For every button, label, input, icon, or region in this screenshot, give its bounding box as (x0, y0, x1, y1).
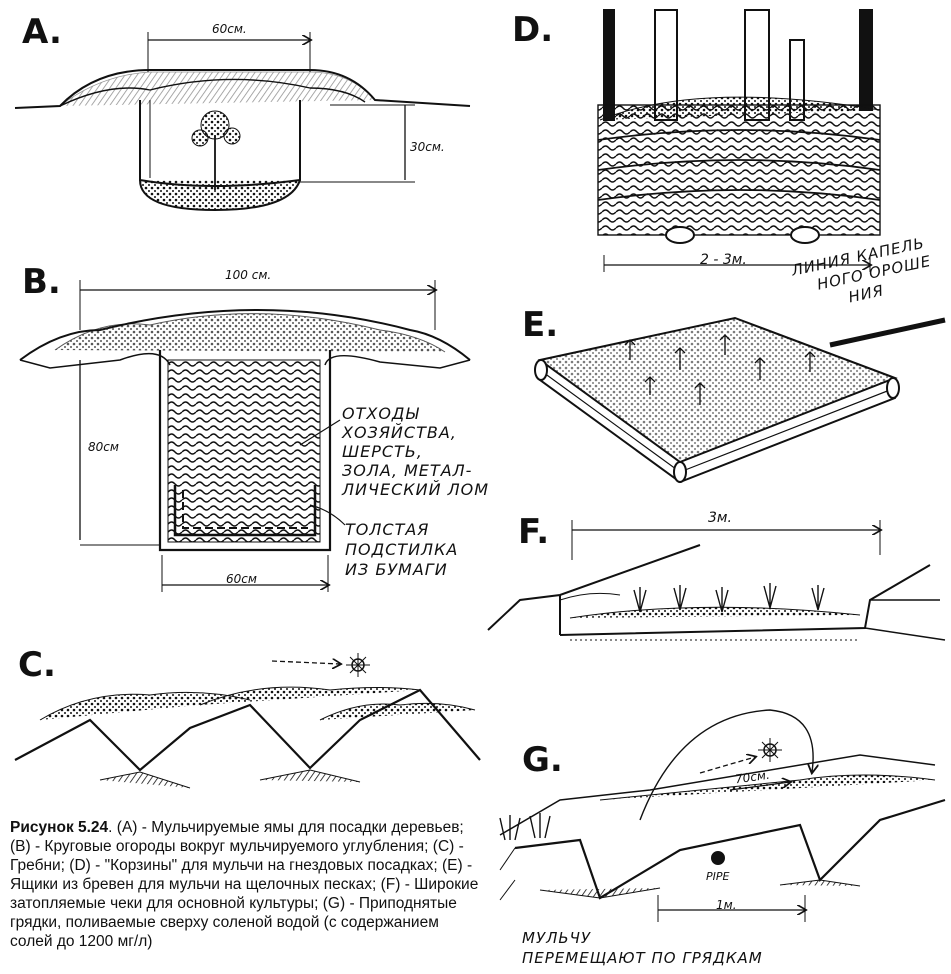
panel-a-drawing (14, 32, 471, 212)
panel-f-width-label: 3м. (708, 510, 732, 526)
panel-b-paper-note: ТОЛСТАЯ ПОДСТИЛКА ИЗ БУМАГИ (345, 520, 458, 580)
panel-b-width-label: 100 см. (225, 268, 272, 282)
panel-c-drawing (14, 653, 481, 789)
note-line: ОТХОДЫ (342, 404, 420, 423)
figure-caption: Рисунок 5.24. (A) - Мульчируемые ямы для… (10, 818, 480, 951)
note-line: ХОЗЯЙСТВА, (342, 423, 457, 442)
panel-d-width-label: 2 - 3м. (700, 252, 747, 268)
panel-f-drawing (487, 520, 946, 641)
panel-d-letter: D. (512, 10, 554, 50)
panel-b-drawing (19, 280, 471, 592)
panel-a-letter: A. (22, 12, 62, 52)
panel-g-pipe-label: PIPE (706, 870, 730, 883)
panel-b-bottom-label: 60см (226, 572, 257, 586)
panel-c-letter: C. (18, 645, 56, 685)
note-line: ТОЛСТАЯ (345, 520, 430, 539)
caption-text: . (A) - Мульчируемые ямы для посадки дер… (10, 819, 479, 950)
panel-b-letter: B. (22, 262, 61, 302)
panel-e-letter: E. (522, 305, 559, 345)
panel-d-drawing (597, 9, 881, 272)
note-line: ШЕРСТЬ, (342, 442, 423, 461)
panel-a-width-label: 60см. (212, 22, 247, 36)
note-line: ИЗ БУМАГИ (345, 560, 448, 579)
panel-e-drawing (534, 316, 946, 484)
panel-a-depth-label: 30см. (410, 140, 445, 154)
caption-title: Рисунок 5.24 (10, 819, 109, 836)
panel-g-letter: G. (522, 740, 563, 780)
note-line: ПЕРЕМЕЩАЮТ ПО ГРЯДКАМ (522, 949, 763, 967)
note-line: ЛИЧЕСКИЙ ЛОМ (342, 480, 490, 499)
panel-b-depth-label: 80см (88, 440, 119, 454)
note-line: ПОДСТИЛКА (345, 540, 459, 559)
note-line: МУЛЬЧУ (522, 929, 592, 947)
note-line: ЗОЛА, МЕТАЛ- (342, 461, 473, 480)
panel-f-letter: F. (518, 512, 550, 552)
panel-g-note: МУЛЬЧУ ПЕРЕМЕЩАЮТ ПО ГРЯДКАМ (522, 928, 763, 968)
panel-b-waste-note: ОТХОДЫ ХОЗЯЙСТВА, ШЕРСТЬ, ЗОЛА, МЕТАЛ- Л… (342, 404, 489, 499)
panel-g-bottom-label: 1м. (716, 898, 737, 912)
panel-g-drawing (499, 709, 946, 922)
